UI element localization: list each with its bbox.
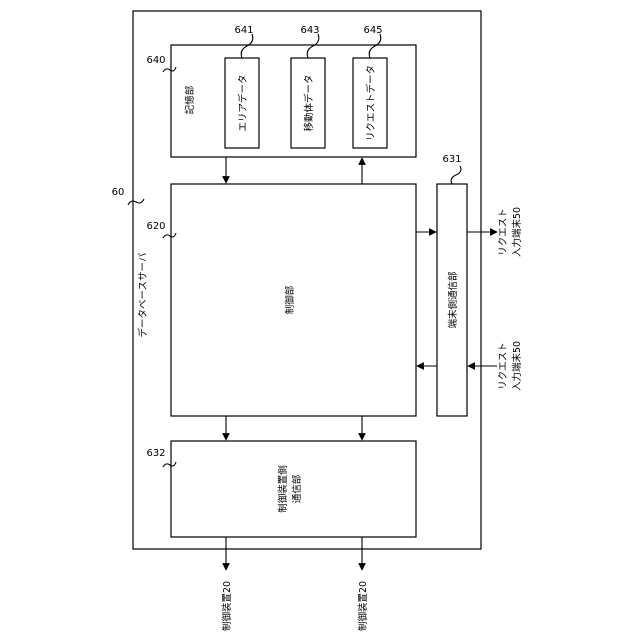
terminal-comm-label: 端末側通信部 — [447, 271, 459, 328]
device-comm-label-line1: 制御装置側 — [277, 465, 289, 513]
request-data-label: リクエストデータ — [365, 65, 377, 141]
area-data-label: エリアデータ — [237, 74, 249, 131]
storage-label: 記憶部 — [184, 86, 196, 115]
control-label: 制御部 — [284, 286, 296, 315]
device-comm-label-line2: 通信部 — [291, 475, 303, 504]
control-ref: 620 — [146, 221, 165, 232]
terminal-top-line1: リクエスト — [498, 208, 509, 256]
area-data-ref: 641 — [234, 25, 253, 36]
terminal-comm-ref: 631 — [442, 154, 461, 165]
server-ref: 60 — [112, 187, 125, 198]
device-left-label: 制御装置20 — [221, 581, 233, 631]
terminal-bottom-line1: リクエスト — [498, 342, 509, 390]
device-right-label: 制御装置20 — [357, 581, 369, 631]
storage-ref: 640 — [146, 55, 165, 66]
terminal-top-line2: 入力端末50 — [511, 207, 523, 257]
request-data-ref: 645 — [363, 25, 382, 36]
device-comm-ref: 632 — [146, 448, 165, 459]
mobile-data-label: 移動体データ — [303, 74, 315, 131]
terminal-bottom-line2: 入力端末50 — [511, 341, 523, 391]
server-label: データベースサーバ — [137, 252, 149, 337]
mobile-data-ref: 643 — [300, 25, 319, 36]
